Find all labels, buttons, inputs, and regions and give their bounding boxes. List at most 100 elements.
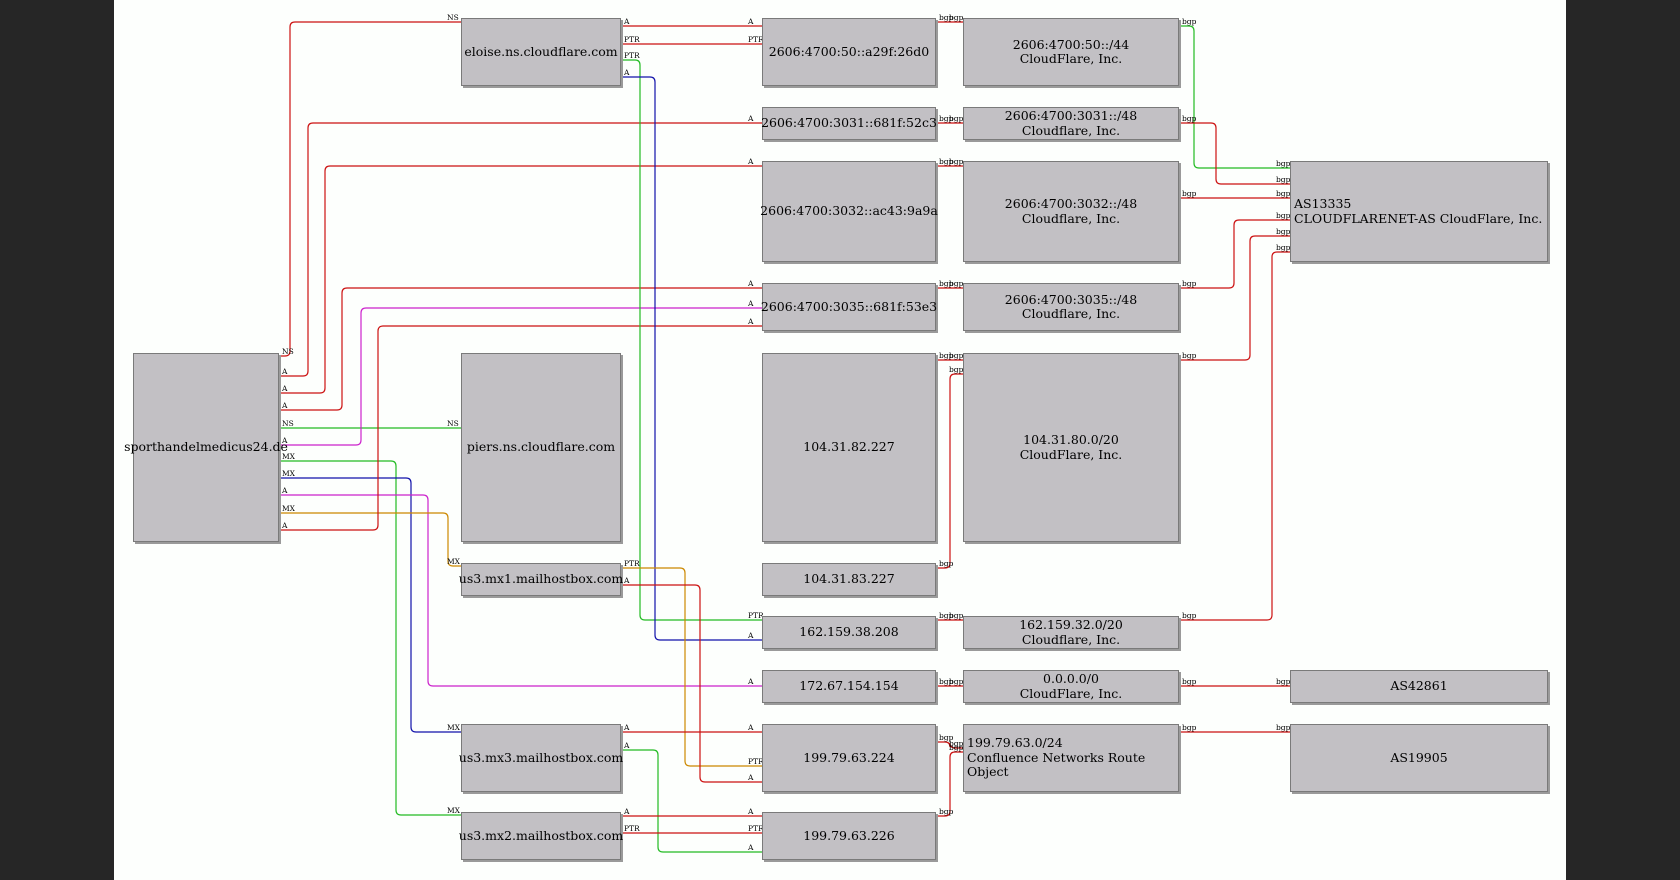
edge-36 <box>1179 251 1290 621</box>
edge-label-end-37: bgp <box>1276 677 1291 686</box>
edge-label-start-13: PTR <box>624 51 640 60</box>
node-mx2[interactable]: us3.mx2.mailhostbox.com <box>459 812 623 860</box>
edge-label-start-12: PTR <box>624 35 640 44</box>
edge-label-end-0: NS <box>447 13 459 22</box>
edge-label-start-29: bgp <box>939 733 954 742</box>
node-ip-172[interactable]: 172.67.154.154 <box>762 670 936 703</box>
node-ip-104-31-83-227[interactable]: 104.31.83.227 <box>762 563 936 596</box>
edge-label-end-13: PTR <box>748 611 764 620</box>
edge-label-start-36: bgp <box>1182 611 1197 620</box>
node-as42861[interactable]: AS42861 <box>1290 670 1548 703</box>
edge-label-start-10: A <box>281 521 288 530</box>
edge-label-start-32: bgp <box>1182 114 1197 123</box>
edge-9 <box>279 512 461 567</box>
node-as19905[interactable]: AS19905 <box>1290 724 1548 792</box>
edge-label-start-37: bgp <box>1182 677 1197 686</box>
edge-35 <box>1179 235 1290 361</box>
edge-label-start-33: bgp <box>1182 189 1197 198</box>
node-ip6-681f53e3[interactable]: 2606:4700:3035::681f:53e3 <box>761 283 937 331</box>
edge-label-end-36: bgp <box>1276 243 1291 252</box>
edge-label-start-15: PTR <box>624 559 640 568</box>
node-ip-199-226[interactable]: 199.79.63.226 <box>762 812 936 860</box>
edge-label-start-14: A <box>623 68 630 77</box>
edge-label-end-38: bgp <box>1276 723 1291 732</box>
edge-label-end-35: bgp <box>1276 227 1291 236</box>
edge-label-end-16: A <box>747 773 754 782</box>
edge-label-start-30: bgp <box>939 807 954 816</box>
node-ip-162[interactable]: 162.159.38.208 <box>762 616 936 649</box>
edge-label-end-27: bgp <box>949 611 964 620</box>
edge-label-end-32: bgp <box>1276 175 1291 184</box>
edge-label-start-31: bgp <box>1182 17 1197 26</box>
edge-10 <box>279 325 762 531</box>
node-ip6-a29f[interactable]: 2606:4700:50::a29f:26d0 <box>762 18 936 86</box>
edge-label-end-26: bgp <box>949 365 964 374</box>
edge-label-start-0: NS <box>282 347 294 356</box>
node-prefix-104[interactable]: 104.31.80.0/20 CloudFlare, Inc. <box>963 353 1179 542</box>
node-prefix-199[interactable]: 199.79.63.0/24 Confluence Networks Route… <box>963 724 1179 792</box>
edge-label-start-34: bgp <box>1182 279 1197 288</box>
edge-2 <box>279 165 762 394</box>
node-eloise-ns[interactable]: eloise.ns.cloudflare.com <box>461 18 621 86</box>
edge-label-end-18: A <box>747 843 754 852</box>
edge-7 <box>279 477 461 733</box>
edge-29 <box>936 741 963 749</box>
node-prefix-3032[interactable]: 2606:4700:3032::/48 Cloudflare, Inc. <box>963 161 1179 262</box>
edge-label-end-8: A <box>747 677 754 686</box>
edge-label-end-10: A <box>747 317 754 326</box>
edge-label-end-19: A <box>747 807 754 816</box>
edge-label-start-24: bgp <box>939 279 954 288</box>
edge-label-start-2: A <box>281 384 288 393</box>
edge-label-end-3: A <box>747 279 754 288</box>
node-ip-199-224[interactable]: 199.79.63.224 <box>762 724 936 792</box>
edge-label-start-11: A <box>623 17 630 26</box>
edge-label-start-17: A <box>623 723 630 732</box>
node-ip6-ac43[interactable]: 2606:4700:3032::ac43:9a9a <box>760 161 938 262</box>
edge-label-start-28: bgp <box>939 677 954 686</box>
edge-label-start-27: bgp <box>939 611 954 620</box>
node-prefix-3035[interactable]: 2606:4700:3035::/48 Cloudflare, Inc. <box>963 283 1179 331</box>
edge-18 <box>621 749 762 853</box>
edge-label-end-11: A <box>747 17 754 26</box>
edge-30 <box>936 751 963 817</box>
edge-label-start-5: A <box>281 436 288 445</box>
node-mx1[interactable]: us3.mx1.mailhostbox.com <box>459 563 623 596</box>
edge-label-start-9: MX <box>282 504 296 513</box>
node-prefix-162[interactable]: 162.159.32.0/20 Cloudflare, Inc. <box>963 616 1179 649</box>
edge-label-end-24: bgp <box>949 279 964 288</box>
edge-label-end-34: bgp <box>1276 211 1291 220</box>
node-mx3[interactable]: us3.mx3.mailhostbox.com <box>459 724 623 792</box>
edge-label-end-21: bgp <box>949 13 964 22</box>
edge-label-end-2: A <box>747 157 754 166</box>
edge-label-end-5: A <box>747 299 754 308</box>
edge-label-start-3: A <box>281 401 288 410</box>
node-prefix-3031[interactable]: 2606:4700:3031::/48 Cloudflare, Inc. <box>963 107 1179 140</box>
edge-8 <box>279 494 762 687</box>
edge-label-start-21: bgp <box>939 13 954 22</box>
node-ip6-681f52c3[interactable]: 2606:4700:3031::681f:52c3 <box>761 107 937 140</box>
edge-label-start-4: NS <box>282 419 294 428</box>
edge-label-end-4: NS <box>447 419 459 428</box>
edge-6 <box>279 460 461 816</box>
node-prefix-50[interactable]: 2606:4700:50::/44 CloudFlare, Inc. <box>963 18 1179 86</box>
node-piers-ns[interactable]: piers.ns.cloudflare.com <box>461 353 621 542</box>
edge-3 <box>279 287 762 411</box>
edge-label-start-8: A <box>281 486 288 495</box>
edge-label-end-25: bgp <box>949 351 964 360</box>
edge-16 <box>621 584 762 783</box>
edge-label-end-33: bgp <box>1276 189 1291 198</box>
edge-label-start-23: bgp <box>939 157 954 166</box>
node-ip-104-31-82-227[interactable]: 104.31.82.227 <box>762 353 936 542</box>
edge-label-end-12: PTR <box>748 35 764 44</box>
node-prefix-0[interactable]: 0.0.0.0/0 CloudFlare, Inc. <box>963 670 1179 703</box>
edge-1 <box>279 122 762 377</box>
node-as13335[interactable]: AS13335 CLOUDFLARENET-AS CloudFlare, Inc… <box>1290 161 1548 262</box>
edge-label-end-6: MX <box>447 806 461 815</box>
edge-label-start-35: bgp <box>1182 351 1197 360</box>
edge-label-start-38: bgp <box>1182 723 1197 732</box>
edge-label-start-6: MX <box>282 452 296 461</box>
node-domain[interactable]: sporthandelmedicus24.de <box>124 353 288 542</box>
edge-label-end-29: bgp <box>949 739 964 748</box>
edge-label-end-23: bgp <box>949 157 964 166</box>
